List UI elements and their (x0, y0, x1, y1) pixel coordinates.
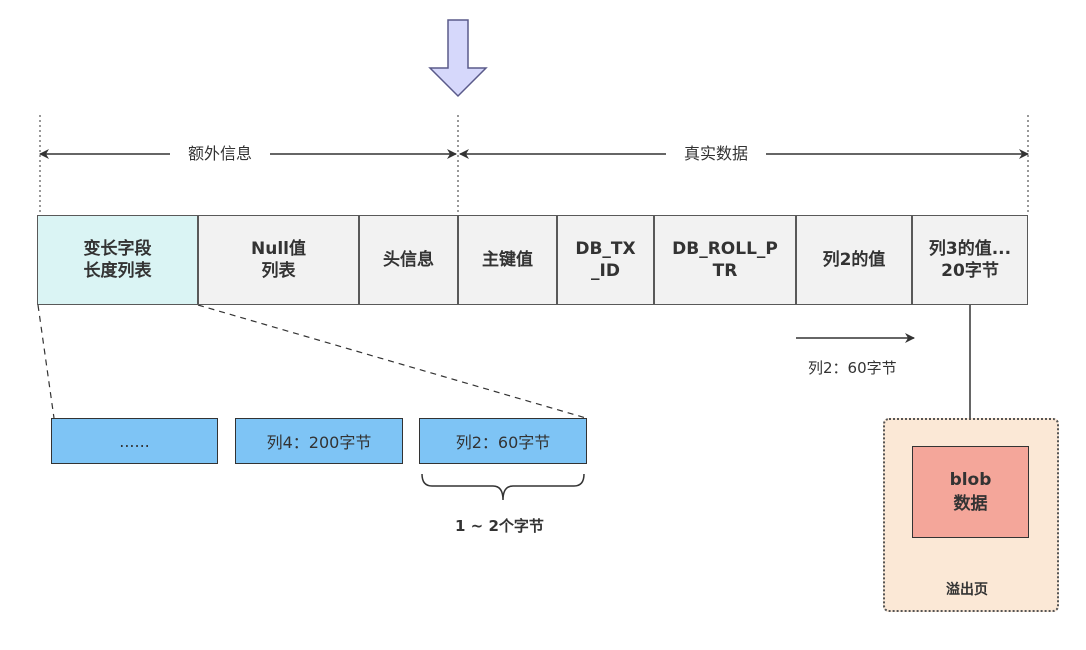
brace-icon (421, 473, 585, 501)
extra-info-label: 额外信息 (170, 144, 271, 164)
length-list-item-column4: 列4：200字节 (235, 418, 403, 464)
record-cell-column2: 列2的值 (796, 215, 912, 305)
real-data-label: 真实数据 (666, 144, 767, 164)
record-cell-null-list: Null值 列表 (198, 215, 359, 305)
record-cell-column3: 列3的值... 20字节 (912, 215, 1028, 305)
record-cell-db-roll-ptr: DB_ROLL_P TR (654, 215, 796, 305)
blob-data-box: blob 数据 (912, 446, 1029, 538)
overflow-page-label: 溢出页 (946, 582, 988, 598)
zoom-line-left (37, 304, 55, 419)
brace-label: 1 ~ 2个字节 (455, 517, 544, 535)
record-cell-db-tx-id: DB_TX _ID (557, 215, 654, 305)
zoom-line-right (197, 304, 587, 419)
record-cell-primary-key: 主键值 (458, 215, 557, 305)
column2-size-note: 列2：60字节 (808, 359, 897, 377)
length-list-item-ellipsis: ...... (51, 418, 218, 464)
length-list-item-column2: 列2：60字节 (419, 418, 587, 464)
record-cell-varlen-list: 变长字段 长度列表 (37, 215, 198, 305)
down-arrow-icon (428, 19, 488, 98)
record-cell-header: 头信息 (359, 215, 458, 305)
